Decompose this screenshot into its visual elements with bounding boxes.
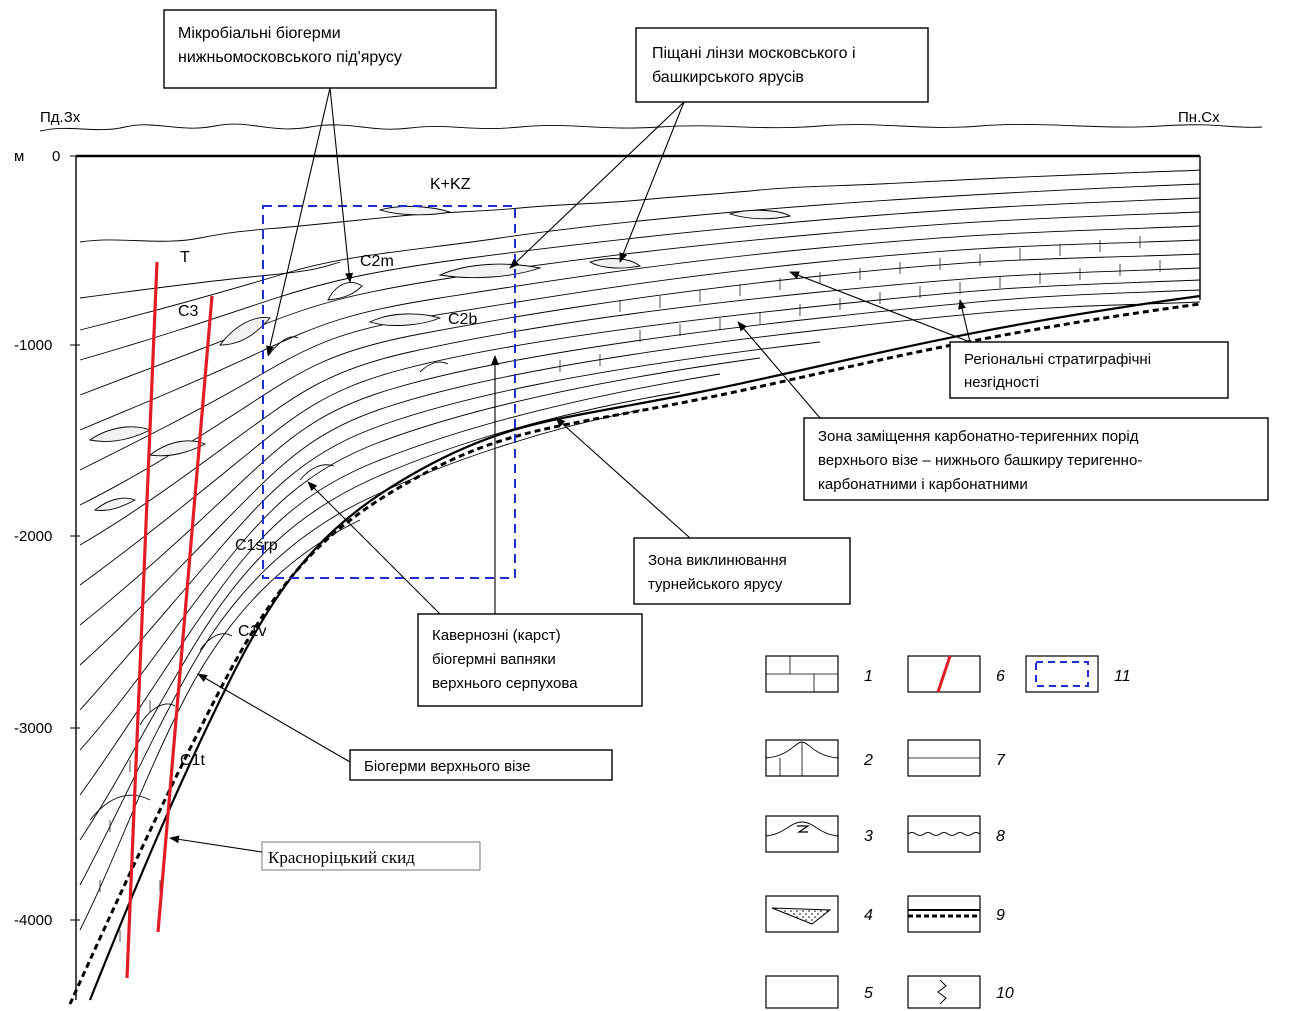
sand-lenses (88, 205, 792, 511)
pointer-sand-2 (619, 101, 685, 263)
depth-axis (70, 155, 80, 921)
label-c3: C3 (178, 303, 199, 320)
carbonate-brick-pattern (99, 236, 1161, 942)
direction-left: Пд.Зх (40, 109, 81, 126)
legend: 1 2 3 4 5 6 (765, 655, 1131, 1009)
kkz-base-unconformity (79, 169, 1201, 243)
depth-tick-3000: -3000 (14, 720, 52, 737)
depth-tick-0: 0 (52, 148, 60, 165)
svg-text:турнейського ярусу: турнейського ярусу (648, 576, 783, 593)
svg-text:Зона виклинювання: Зона виклинювання (648, 552, 787, 569)
unit-labels: K+KZ T C3 C2m C2b C1srp C1v C1t (178, 176, 477, 769)
study-area-rectangle (262, 205, 516, 579)
callout-regional-unconformities: Регіональні стратиграфічні незгідності (949, 341, 1229, 399)
legend-item-9: 9 (907, 895, 1005, 933)
legend-item-3: 3 (765, 815, 873, 853)
svg-text:карбонатними і карбонатними: карбонатними і карбонатними (818, 476, 1028, 493)
legend-item-11: 11 (1025, 655, 1131, 693)
svg-text:незгідності: незгідності (964, 374, 1039, 391)
label-c1v: C1v (238, 623, 266, 640)
callout-fault-name: Красноріцький скид (261, 841, 481, 871)
label-c1srp: C1srp (235, 537, 278, 554)
svg-text:7: 7 (996, 752, 1006, 769)
label-c1t: C1t (180, 752, 205, 769)
pointer-microbial-1 (266, 87, 331, 356)
svg-text:Зона заміщення карбонатно-тери: Зона заміщення карбонатно-теригенних пор… (818, 428, 1139, 445)
fault-line-2 (156, 295, 214, 933)
legend-item-1: 1 (765, 655, 873, 693)
svg-text:Красноріцький скид: Красноріцький скид (268, 848, 415, 867)
depth-unit: м (14, 148, 24, 165)
label-t: T (180, 249, 190, 266)
svg-text:5: 5 (864, 985, 873, 1002)
pointer-pinchout (555, 417, 691, 539)
regional-unconformity-line (88, 294, 1201, 1001)
svg-text:біогермні вапняки: біогермні вапняки (432, 651, 556, 668)
svg-text:верхнього серпухова: верхнього серпухова (432, 675, 578, 692)
callout-visean-bioherms: Біогерми верхнього візе (349, 749, 613, 781)
svg-text:Піщані лінзи московського і: Піщані лінзи московського і (652, 45, 856, 62)
pointer-microbial-2 (329, 87, 354, 283)
label-kkz: K+KZ (430, 176, 471, 193)
svg-text:1: 1 (864, 668, 873, 685)
legend-item-10: 10 (907, 975, 1014, 1009)
legend-item-6: 6 (907, 655, 1005, 693)
direction-right: Пн.Сх (1178, 109, 1220, 126)
pointer-replacement (737, 321, 821, 419)
pointer-unconformity-2 (958, 299, 971, 343)
svg-text:8: 8 (996, 828, 1005, 845)
legend-item-8: 8 (907, 815, 1005, 853)
svg-text:Мікробіальні біогерми: Мікробіальні біогерми (178, 25, 341, 42)
callout-karst-bioherms: Кавернозні (карст) біогермні вапняки вер… (417, 613, 643, 707)
svg-text:6: 6 (996, 668, 1005, 685)
basement-dashed-line (68, 302, 1201, 1005)
pointer-sand-1 (509, 101, 685, 269)
pointer-unconformity-1 (789, 271, 971, 343)
callout-replacement-zone: Зона заміщення карбонатно-теригенних пор… (803, 417, 1269, 501)
svg-text:11: 11 (1114, 668, 1131, 685)
pointer-visean (197, 673, 351, 763)
svg-text:верхнього візе – нижнього башк: верхнього візе – нижнього башкиру териге… (818, 452, 1142, 469)
svg-text:Регіональні стратиграфічні: Регіональні стратиграфічні (964, 351, 1151, 368)
label-c2b: C2b (448, 311, 477, 328)
svg-text:Кавернозні (карст): Кавернозні (карст) (432, 627, 561, 644)
svg-text:нижньомосковського під'ярусу: нижньомосковського під'ярусу (178, 49, 402, 66)
fault-line-1 (125, 261, 159, 979)
svg-text:2: 2 (863, 752, 873, 769)
svg-text:4: 4 (864, 907, 873, 924)
depth-tick-4000: -4000 (14, 912, 52, 929)
svg-text:Біогерми верхнього візе: Біогерми верхнього візе (364, 758, 530, 775)
label-c2m: C2m (360, 253, 394, 270)
legend-item-2: 2 (765, 739, 873, 777)
svg-text:башкирського ярусів: башкирського ярусів (652, 69, 804, 86)
pointer-karst-2 (307, 481, 441, 615)
callout-sand-lenses: Піщані лінзи московського і башкирського… (635, 27, 929, 103)
pointer-fault (169, 835, 263, 853)
legend-item-7: 7 (907, 739, 1006, 777)
callout-tournaisian-pinchout: Зона виклинювання турнейського ярусу (633, 537, 851, 605)
depth-tick-2000: -2000 (14, 528, 52, 545)
callout-microbial-bioherms: Мікробіальні біогерми нижньомосковського… (163, 9, 497, 89)
svg-text:3: 3 (864, 828, 873, 845)
surface-topography-line (39, 123, 1263, 132)
svg-text:10: 10 (996, 985, 1014, 1002)
svg-text:9: 9 (996, 907, 1005, 924)
triassic-base (79, 261, 341, 299)
legend-item-5: 5 (765, 975, 873, 1009)
legend-item-4: 4 (765, 895, 873, 933)
depth-tick-1000: -1000 (14, 337, 52, 354)
